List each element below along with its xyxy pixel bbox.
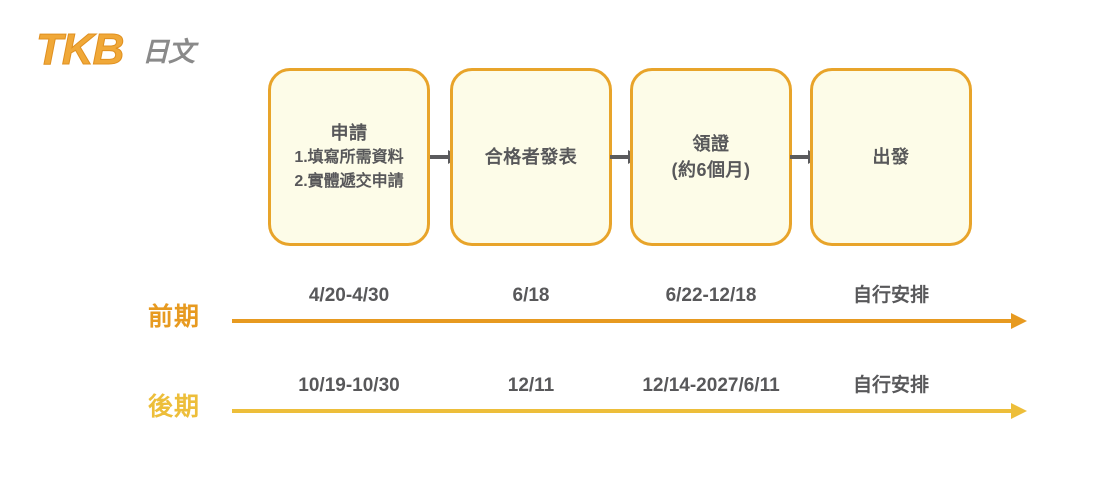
logo-brand-text: TKB bbox=[35, 25, 124, 75]
timeline-arrow-icon bbox=[232, 403, 1027, 419]
timeline-date: 6/22-12/18 bbox=[665, 285, 757, 306]
flow-step-title: 申請 bbox=[330, 123, 368, 143]
timeline-date: 自行安排 bbox=[852, 285, 929, 306]
flow-step-title: 領證 bbox=[692, 134, 730, 154]
flow-step-detail-line: 1.填寫所需資料 bbox=[294, 149, 404, 166]
timeline-date: 6/18 bbox=[512, 285, 550, 306]
flow-step-detail-line: (約6個月) bbox=[671, 160, 751, 180]
timeline-arrow-icon bbox=[232, 313, 1027, 329]
timeline-arrow-head bbox=[1011, 313, 1027, 329]
arrow-shaft bbox=[610, 155, 630, 159]
flow-step-departure: 出發 bbox=[810, 68, 972, 246]
timeline-date: 自行安排 bbox=[852, 375, 929, 396]
flow-step-detail-line: 2.實體遞交申請 bbox=[294, 173, 404, 190]
process-flow-diagram: 申請 1.填寫所需資料 2.實體遞交申請 合格者發表 領證 (約6個月) 出發 bbox=[268, 68, 972, 246]
arrow-shaft bbox=[430, 155, 450, 159]
timeline-date: 4/20-4/30 bbox=[308, 285, 390, 306]
flow-step-title: 出發 bbox=[872, 147, 910, 167]
timeline-shaft bbox=[232, 409, 1015, 413]
flow-step-application: 申請 1.填寫所需資料 2.實體遞交申請 bbox=[268, 68, 430, 246]
timeline-shaft bbox=[232, 319, 1015, 323]
logo-suffix-text: 日文 bbox=[142, 37, 195, 67]
arrow-shaft bbox=[790, 155, 810, 159]
timeline-arrow-head bbox=[1011, 403, 1027, 419]
flow-step-title: 合格者發表 bbox=[484, 147, 578, 167]
flow-step-results-announcement: 合格者發表 bbox=[450, 68, 612, 246]
timeline-label: 後期 bbox=[148, 393, 201, 421]
timeline-date: 12/11 bbox=[507, 375, 555, 396]
timeline-date: 10/19-10/30 bbox=[298, 375, 400, 396]
timeline-date: 12/14-2027/6/11 bbox=[642, 375, 780, 396]
timeline-label: 前期 bbox=[148, 303, 201, 331]
flow-step-certificate: 領證 (約6個月) bbox=[630, 68, 792, 246]
brand-logo: TKB 日文 bbox=[35, 24, 226, 76]
